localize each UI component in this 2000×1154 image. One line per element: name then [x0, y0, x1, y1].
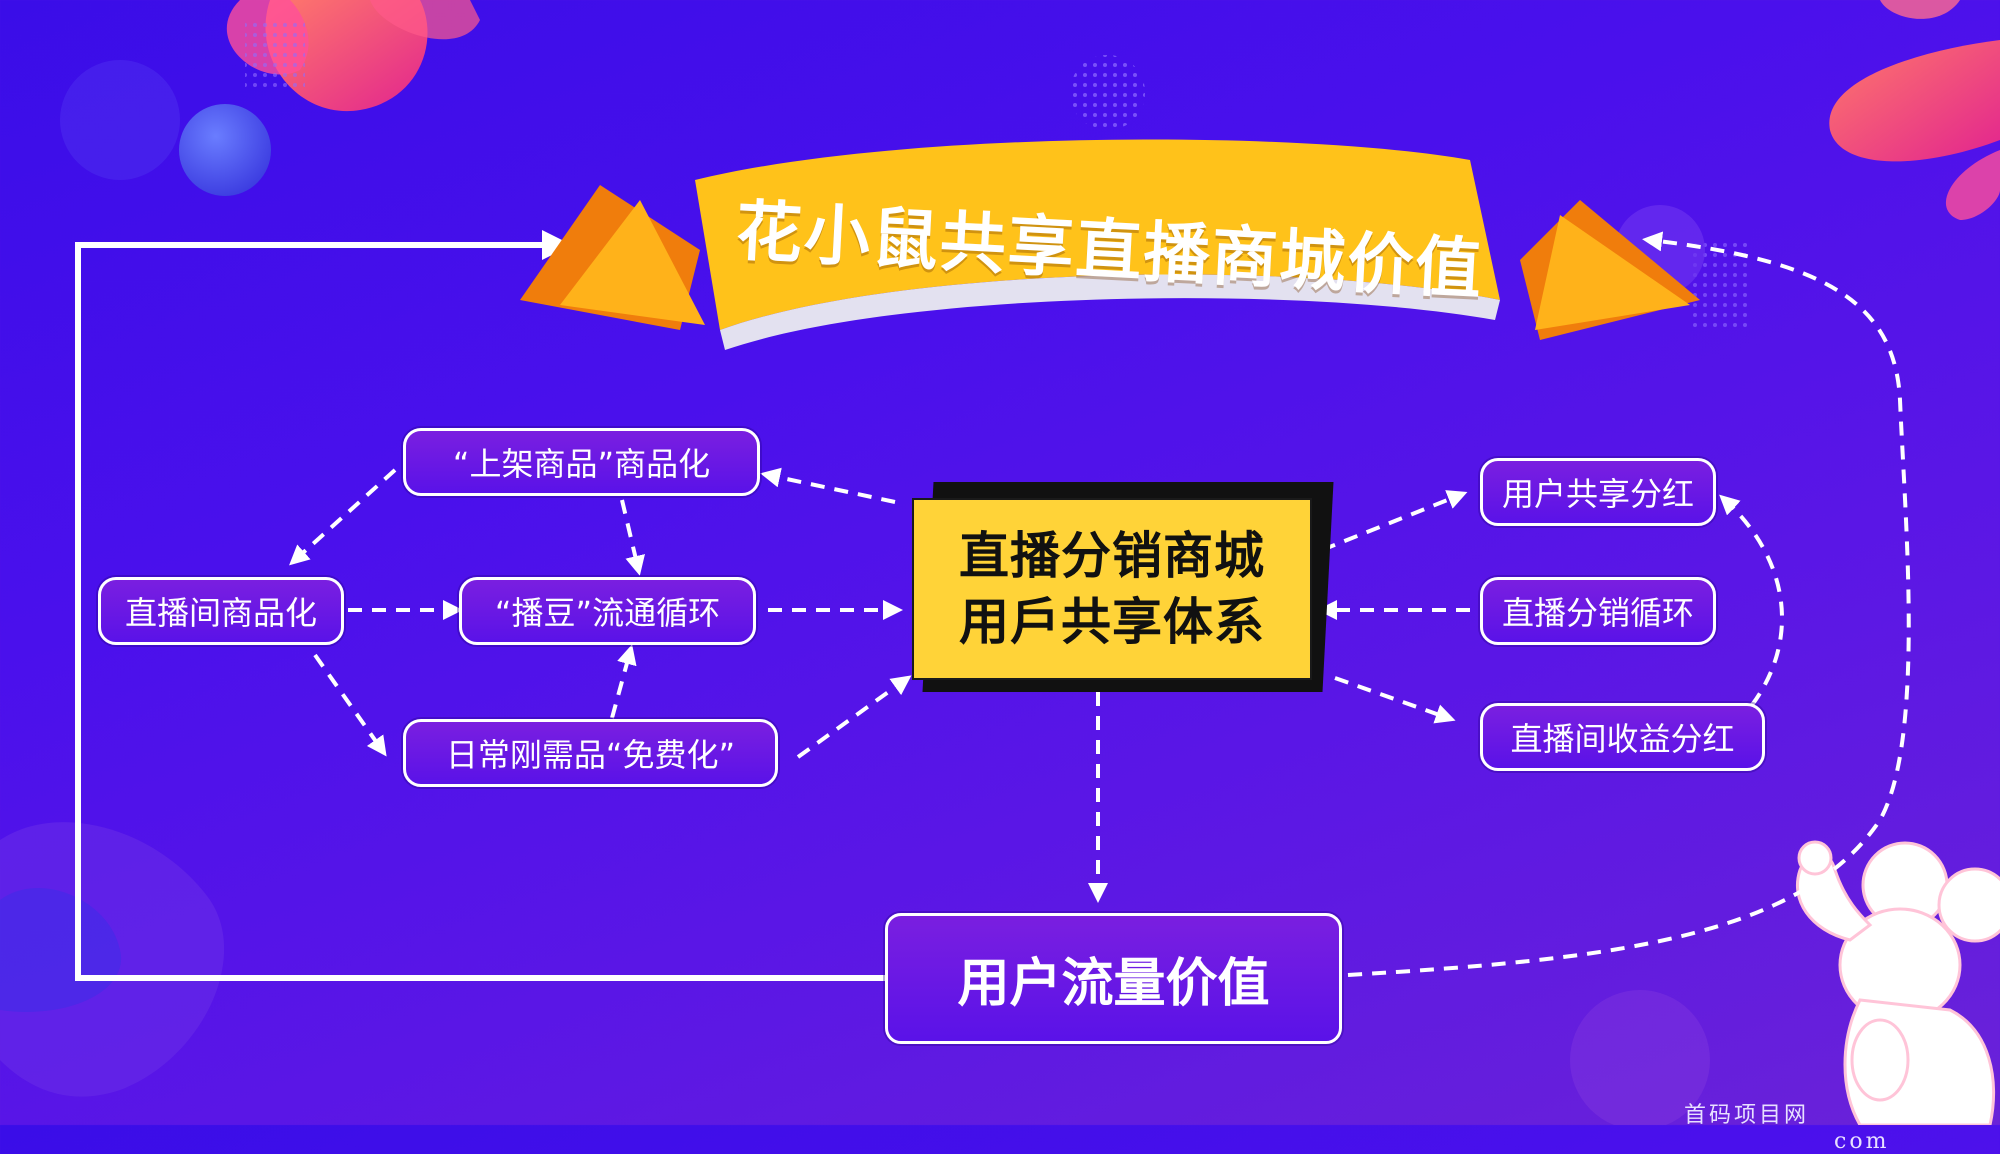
flower-top-right — [1829, 0, 2000, 220]
connector-layer — [75, 230, 1911, 981]
watermark-tail: com — [1834, 1129, 1890, 1154]
arrow-center-to-share — [1321, 490, 1468, 552]
arrow-center-to-listing — [760, 467, 896, 504]
node-bean-circulation: “播豆”流通循环 — [459, 577, 756, 645]
node-live-room-revenue-dividend: 直播间收益分红 — [1480, 703, 1765, 771]
center-hub-line1: 直播分销商城 — [959, 527, 1265, 585]
background-decoration — [0, 0, 2000, 1125]
watermark-text: 首码项目网 — [1684, 1103, 1810, 1128]
title-ribbon — [520, 139, 1700, 350]
watermark: 首码项目网 com — [1684, 1097, 2000, 1154]
node-user-traffic-value: 用户流量价值 — [885, 913, 1342, 1044]
node-user-share-dividend: 用户共享分红 — [1480, 458, 1716, 526]
node-live-room-commoditization: 直播间商品化 — [98, 577, 344, 645]
node-live-distribution-cycle: 直播分销循环 — [1480, 577, 1716, 645]
bubble-left — [179, 104, 271, 196]
arrow-center-to-revenue — [1334, 676, 1456, 724]
center-hub: 直播分销商城 用戶共享体系 — [912, 498, 1312, 680]
arrow-daily-to-center — [796, 675, 912, 759]
node-listing-commoditization: “上架商品”商品化 — [403, 428, 760, 496]
arrow-liveroom-to-daily — [313, 653, 387, 757]
mascot-mouse-icon — [1795, 840, 2000, 1125]
arrow-revenue-to-share — [1719, 494, 1784, 707]
arrow-daily-to-bean — [610, 644, 637, 719]
loop-bottom-to-banner — [75, 230, 885, 981]
center-hub-line2: 用戶共享体系 — [959, 593, 1265, 651]
node-daily-necessities-free: 日常刚需品“免费化” — [403, 719, 778, 787]
arrow-listing-to-bean — [620, 499, 645, 576]
dot-pattern-top — [1070, 55, 1145, 130]
arrow-bottom-to-banner — [1347, 231, 1911, 977]
